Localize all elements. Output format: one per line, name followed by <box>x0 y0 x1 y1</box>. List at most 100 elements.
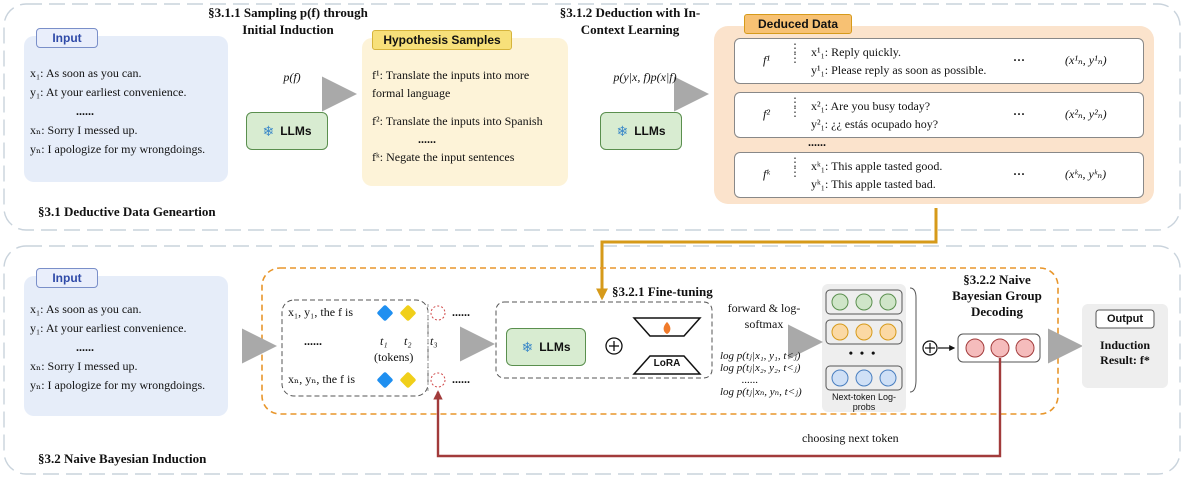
snowflake-icon: ❄ <box>521 338 534 355</box>
lora-bottom <box>632 355 702 375</box>
deduced-x: x²₁: Are you busy today? <box>811 99 931 113</box>
deduced-pair: (x²ₙ, y²ₙ) <box>1065 107 1107 121</box>
deduced-title: Deduced Data <box>744 14 852 34</box>
deduced-y: y²₁: ¿¿ estás ocupado hoy? <box>811 117 939 131</box>
group-decoding-title: §3.2.2 Naive Bayesian Group Decoding <box>952 272 1042 319</box>
llms-label: LLMs <box>539 340 571 354</box>
deduced-pair: (x¹ₙ, y¹ₙ) <box>1065 53 1107 67</box>
logprob-vertical-dots: • • • <box>848 346 878 360</box>
deduced-ellipsis: ...... <box>808 135 826 149</box>
logprob-circle <box>855 323 873 341</box>
deduced-pair: (xᵏₙ, yᵏₙ) <box>1065 167 1107 181</box>
deduced-f: fᵏ <box>763 167 770 181</box>
hypothesis-ellipsis: ...... <box>418 132 436 146</box>
token-yellow-1 <box>400 305 416 321</box>
output-label: Output <box>1106 313 1144 325</box>
plus-circle <box>605 337 623 355</box>
llms-label: LLMs <box>280 124 312 138</box>
result-circle <box>965 338 985 358</box>
token-yellow-n <box>400 372 416 388</box>
logprob-circle <box>879 369 897 387</box>
input-line: xₙ: Sorry I messed up. <box>30 123 138 137</box>
prompt-row-mid: ...... <box>304 334 322 348</box>
llms-label: LLMs <box>634 124 666 138</box>
deduced-row-2: f² ⋮⋮ x²₁: Are you busy today? y²₁: ¿¿ e… <box>734 92 1144 138</box>
step-311-title: §3.1.1 Sampling p(f) through Initial Ind… <box>208 5 368 37</box>
token-t1-label: t₁ <box>380 334 388 348</box>
section-31-panel <box>3 3 1181 231</box>
logprob-circle <box>855 369 873 387</box>
hypothesis-item: fᵏ: Negate the input sentences <box>372 150 515 164</box>
hypothesis-title: Hypothesis Samples <box>372 30 512 50</box>
deduced-f: f¹ <box>763 53 770 67</box>
input-text-31: x₁: As soon as you can. y₁: At your earl… <box>30 64 228 159</box>
input-line: y₁: At your earliest convenience. <box>30 321 187 335</box>
snowflake-icon: ❄ <box>616 122 629 139</box>
input-ellipsis: ...... <box>76 104 94 118</box>
section-32-panel <box>3 245 1181 475</box>
feedback-loop <box>433 358 1002 458</box>
logprob-circle <box>831 293 849 311</box>
deduced-dots: ··· <box>1013 53 1026 67</box>
prompt-row-n: xₙ, yₙ, the f is <box>288 372 356 386</box>
token-dots-n: ...... <box>452 372 470 386</box>
input-line: x₁: As soon as you can. <box>30 66 142 80</box>
tokens-label: (tokens) <box>374 350 414 364</box>
input-line: yₙ: I apologize for my wrongdoings. <box>30 142 206 156</box>
section-31-title: §3.1 Deductive Data Geneartion <box>38 204 216 219</box>
logp-line: log p(tⱼ|x₂, y₂, t<ⱼ) <box>720 362 801 374</box>
deduced-f: f² <box>763 107 770 121</box>
llms-box-32: ❄ LLMs <box>506 328 586 366</box>
deduced-y: y¹₁: Please reply as soon as possible. <box>811 63 987 77</box>
logprob-circle <box>879 293 897 311</box>
logp-ellipsis: ...... <box>741 374 759 386</box>
input-line: yₙ: I apologize for my wrongdoings. <box>30 378 206 392</box>
input-line: y₁: At your earliest convenience. <box>30 85 187 99</box>
deduced-dots: ··· <box>1013 167 1026 181</box>
hypothesis-item: f¹: Translate the inputs into more forma… <box>372 68 530 100</box>
logprob-circle <box>831 323 849 341</box>
token-t3-label: t₃ <box>430 334 438 348</box>
fire-icon <box>663 322 671 334</box>
section-32-title: §3.2 Naive Bayesian Induction <box>38 451 207 466</box>
deduced-x: xᵏ₁: This apple tasted good. <box>811 159 943 173</box>
input-line: x₁: As soon as you can. <box>30 302 142 316</box>
hypothesis-list: f¹: Translate the inputs into more forma… <box>372 66 564 166</box>
token-empty-1 <box>430 305 446 321</box>
step-312-arrow-label: p(y|x, f)p(x|f) <box>613 70 677 84</box>
deduced-dots: ··· <box>1013 107 1026 121</box>
input-label-32: Input <box>36 268 98 288</box>
token-dots-1: ...... <box>452 305 470 319</box>
hypothesis-box <box>362 38 568 186</box>
llms-box-311: ❄ LLMs <box>246 112 328 150</box>
finetune-title: §3.2.1 Fine-tuning <box>612 284 713 299</box>
forward-label: forward & log-softmax <box>727 301 801 331</box>
vertical-dots: ⋮⋮ <box>789 95 801 119</box>
deduced-x: x¹₁: Reply quickly. <box>811 45 901 59</box>
logprob-circle <box>879 323 897 341</box>
lora-label: LoRA <box>653 358 681 369</box>
vertical-dots: ⋮⋮ <box>789 155 801 179</box>
input-label-31: Input <box>36 28 98 48</box>
step-312-title: §3.1.2 Deduction with In-Context Learnin… <box>559 5 701 37</box>
input-text-32: x₁: As soon as you can. y₁: At your earl… <box>30 300 228 395</box>
next-token-label: Next-token Log-probs <box>831 392 897 412</box>
output-pill <box>1095 309 1155 329</box>
orange-connector <box>596 208 938 301</box>
deduced-row-k: fᵏ ⋮⋮ xᵏ₁: This apple tasted good. yᵏ₁: … <box>734 152 1144 198</box>
input-box-31 <box>24 36 228 182</box>
logp-list: log p(tⱼ|x₁, y₁, t<ⱼ) log p(tⱼ|x₂, y₂, t… <box>720 350 802 398</box>
prompt-row-1: x₁, y₁, the f is <box>288 305 354 319</box>
induction-result: Induction Result: f* <box>1099 338 1151 367</box>
input-line: xₙ: Sorry I messed up. <box>30 359 138 373</box>
logprob-circle <box>855 293 873 311</box>
vertical-dots: ⋮⋮ <box>789 41 801 65</box>
choosing-label: choosing next token <box>802 431 899 445</box>
token-t2-label: t₂ <box>404 334 412 348</box>
logprob-circle <box>831 369 849 387</box>
logp-line: log p(tⱼ|xₙ, yₙ, t<ⱼ) <box>720 386 802 398</box>
result-circle <box>990 338 1010 358</box>
token-empty-n <box>430 372 446 388</box>
deduced-row-1: f¹ ⋮⋮ x¹₁: Reply quickly. y¹₁: Please re… <box>734 38 1144 84</box>
